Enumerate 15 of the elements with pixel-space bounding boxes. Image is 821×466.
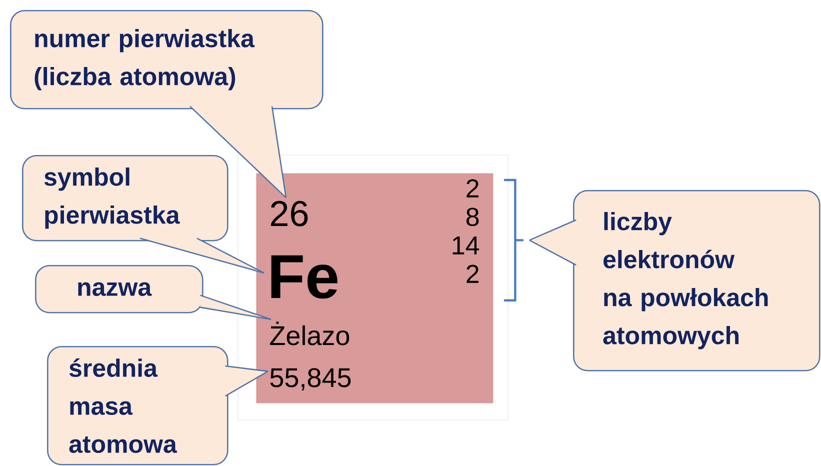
- callout-box: średnia masa atomowa: [47, 346, 228, 466]
- callout-pointer: [200, 294, 272, 320]
- bracket: [502, 178, 524, 302]
- callout-pointer: [140, 238, 264, 274]
- element-tile: [256, 173, 494, 404]
- atomic-mass: 55,845: [270, 368, 351, 390]
- element-name: Żelazo: [270, 322, 350, 346]
- callout-pointer: [529, 219, 576, 266]
- callout-pointer: [190, 106, 287, 198]
- electron-counts: 2 8 14 2: [452, 179, 480, 283]
- callout-box: liczby elektronów na powłokach atomowych: [573, 190, 820, 372]
- callout-pointer: [224, 365, 268, 397]
- atomic-number: 26: [271, 200, 308, 226]
- element-symbol: Fe: [271, 255, 338, 299]
- callout-box: nazwa: [35, 265, 204, 314]
